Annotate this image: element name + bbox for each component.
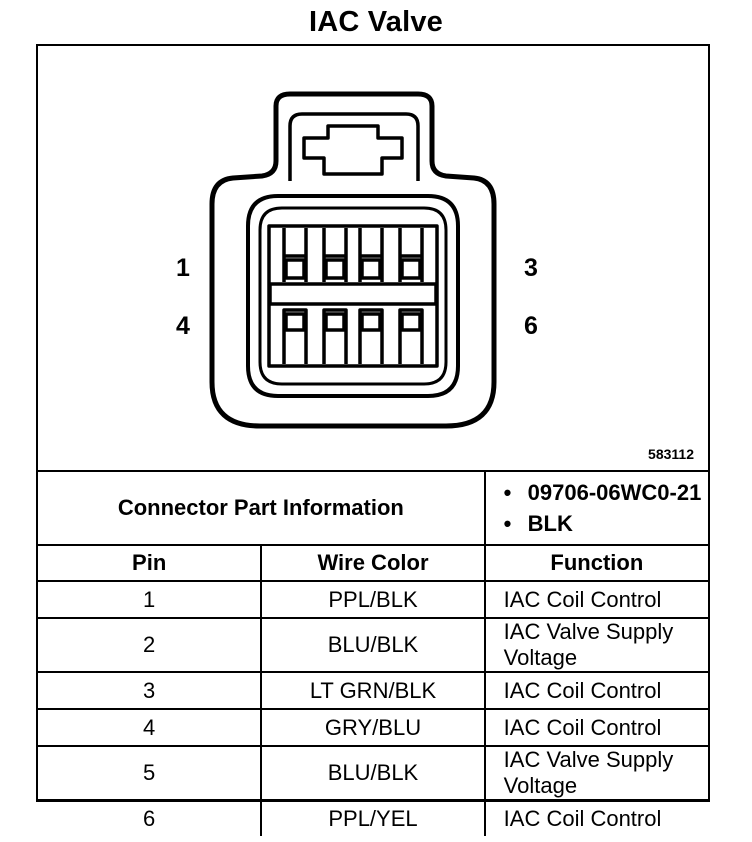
connector-part-number: 09706-06WC0-21 (504, 477, 708, 508)
pin-function: IAC Coil Control (483, 799, 708, 836)
pin-number: 1 (38, 580, 263, 619)
pin-number: 3 (38, 671, 263, 710)
wire-color: PPL/YEL (260, 799, 486, 836)
table-row: 2 BLU/BLK IAC Valve Supply Voltage (38, 617, 708, 673)
pin-number: 2 (38, 617, 263, 673)
lock-latch (302, 124, 404, 176)
pin-function: IAC Valve Supply Voltage (483, 617, 708, 673)
wire-color: LT GRN/BLK (260, 671, 486, 710)
connector-part-label: Connector Part Information (38, 470, 486, 546)
wire-color: GRY/BLU (260, 708, 486, 747)
wire-color: BLU/BLK (260, 617, 486, 673)
connector-drawing: 1 3 4 6 583112 (38, 46, 708, 470)
lower-terminals (282, 308, 424, 364)
pin-number: 5 (38, 745, 263, 801)
table-row: 3 LT GRN/BLK IAC Coil Control (38, 671, 708, 710)
pin-function: IAC Coil Control (483, 580, 708, 619)
connector-color: BLK (504, 508, 708, 539)
pin-function: IAC Coil Control (483, 708, 708, 747)
figure-ref-number: 583112 (648, 446, 694, 462)
wire-color: PPL/BLK (260, 580, 486, 619)
table-row: 4 GRY/BLU IAC Coil Control (38, 708, 708, 747)
pin-number: 6 (38, 799, 263, 836)
pin-function: IAC Valve Supply Voltage (483, 745, 708, 801)
page-title: IAC Valve (309, 6, 443, 38)
pin-label-4: 4 (176, 312, 190, 340)
header-wire-color: Wire Color (260, 544, 486, 582)
header-pin: Pin (38, 544, 263, 582)
table-row: 5 BLU/BLK IAC Valve Supply Voltage (38, 745, 708, 801)
upper-terminals (282, 228, 424, 282)
connector-part-values: 09706-06WC0-21 BLK (483, 470, 708, 546)
center-divider (268, 282, 438, 306)
table-row: 6 PPL/YEL IAC Coil Control (38, 799, 708, 836)
pin-number: 4 (38, 708, 263, 747)
pin-label-3: 3 (524, 254, 538, 282)
diagram-frame: 1 3 4 6 583112 Connector Part Informatio… (36, 44, 710, 836)
pin-function: IAC Coil Control (483, 671, 708, 710)
connector-face-illustration (209, 91, 497, 429)
table-row: 1 PPL/BLK IAC Coil Control (38, 580, 708, 619)
table-header-row: Pin Wire Color Function (38, 544, 708, 582)
pin-label-1: 1 (176, 254, 190, 282)
connector-part-row: Connector Part Information 09706-06WC0-2… (38, 470, 708, 546)
lock-tab-outline (288, 112, 420, 181)
terminal-block (267, 224, 439, 368)
inner-cavity-inner (258, 206, 448, 386)
header-function: Function (483, 544, 708, 582)
connector-pin-table: Connector Part Information 09706-06WC0-2… (38, 470, 708, 836)
inner-cavity (246, 194, 460, 398)
pin-label-6: 6 (524, 312, 538, 340)
connector-housing-outline (209, 91, 497, 429)
wire-color: BLU/BLK (260, 745, 486, 801)
